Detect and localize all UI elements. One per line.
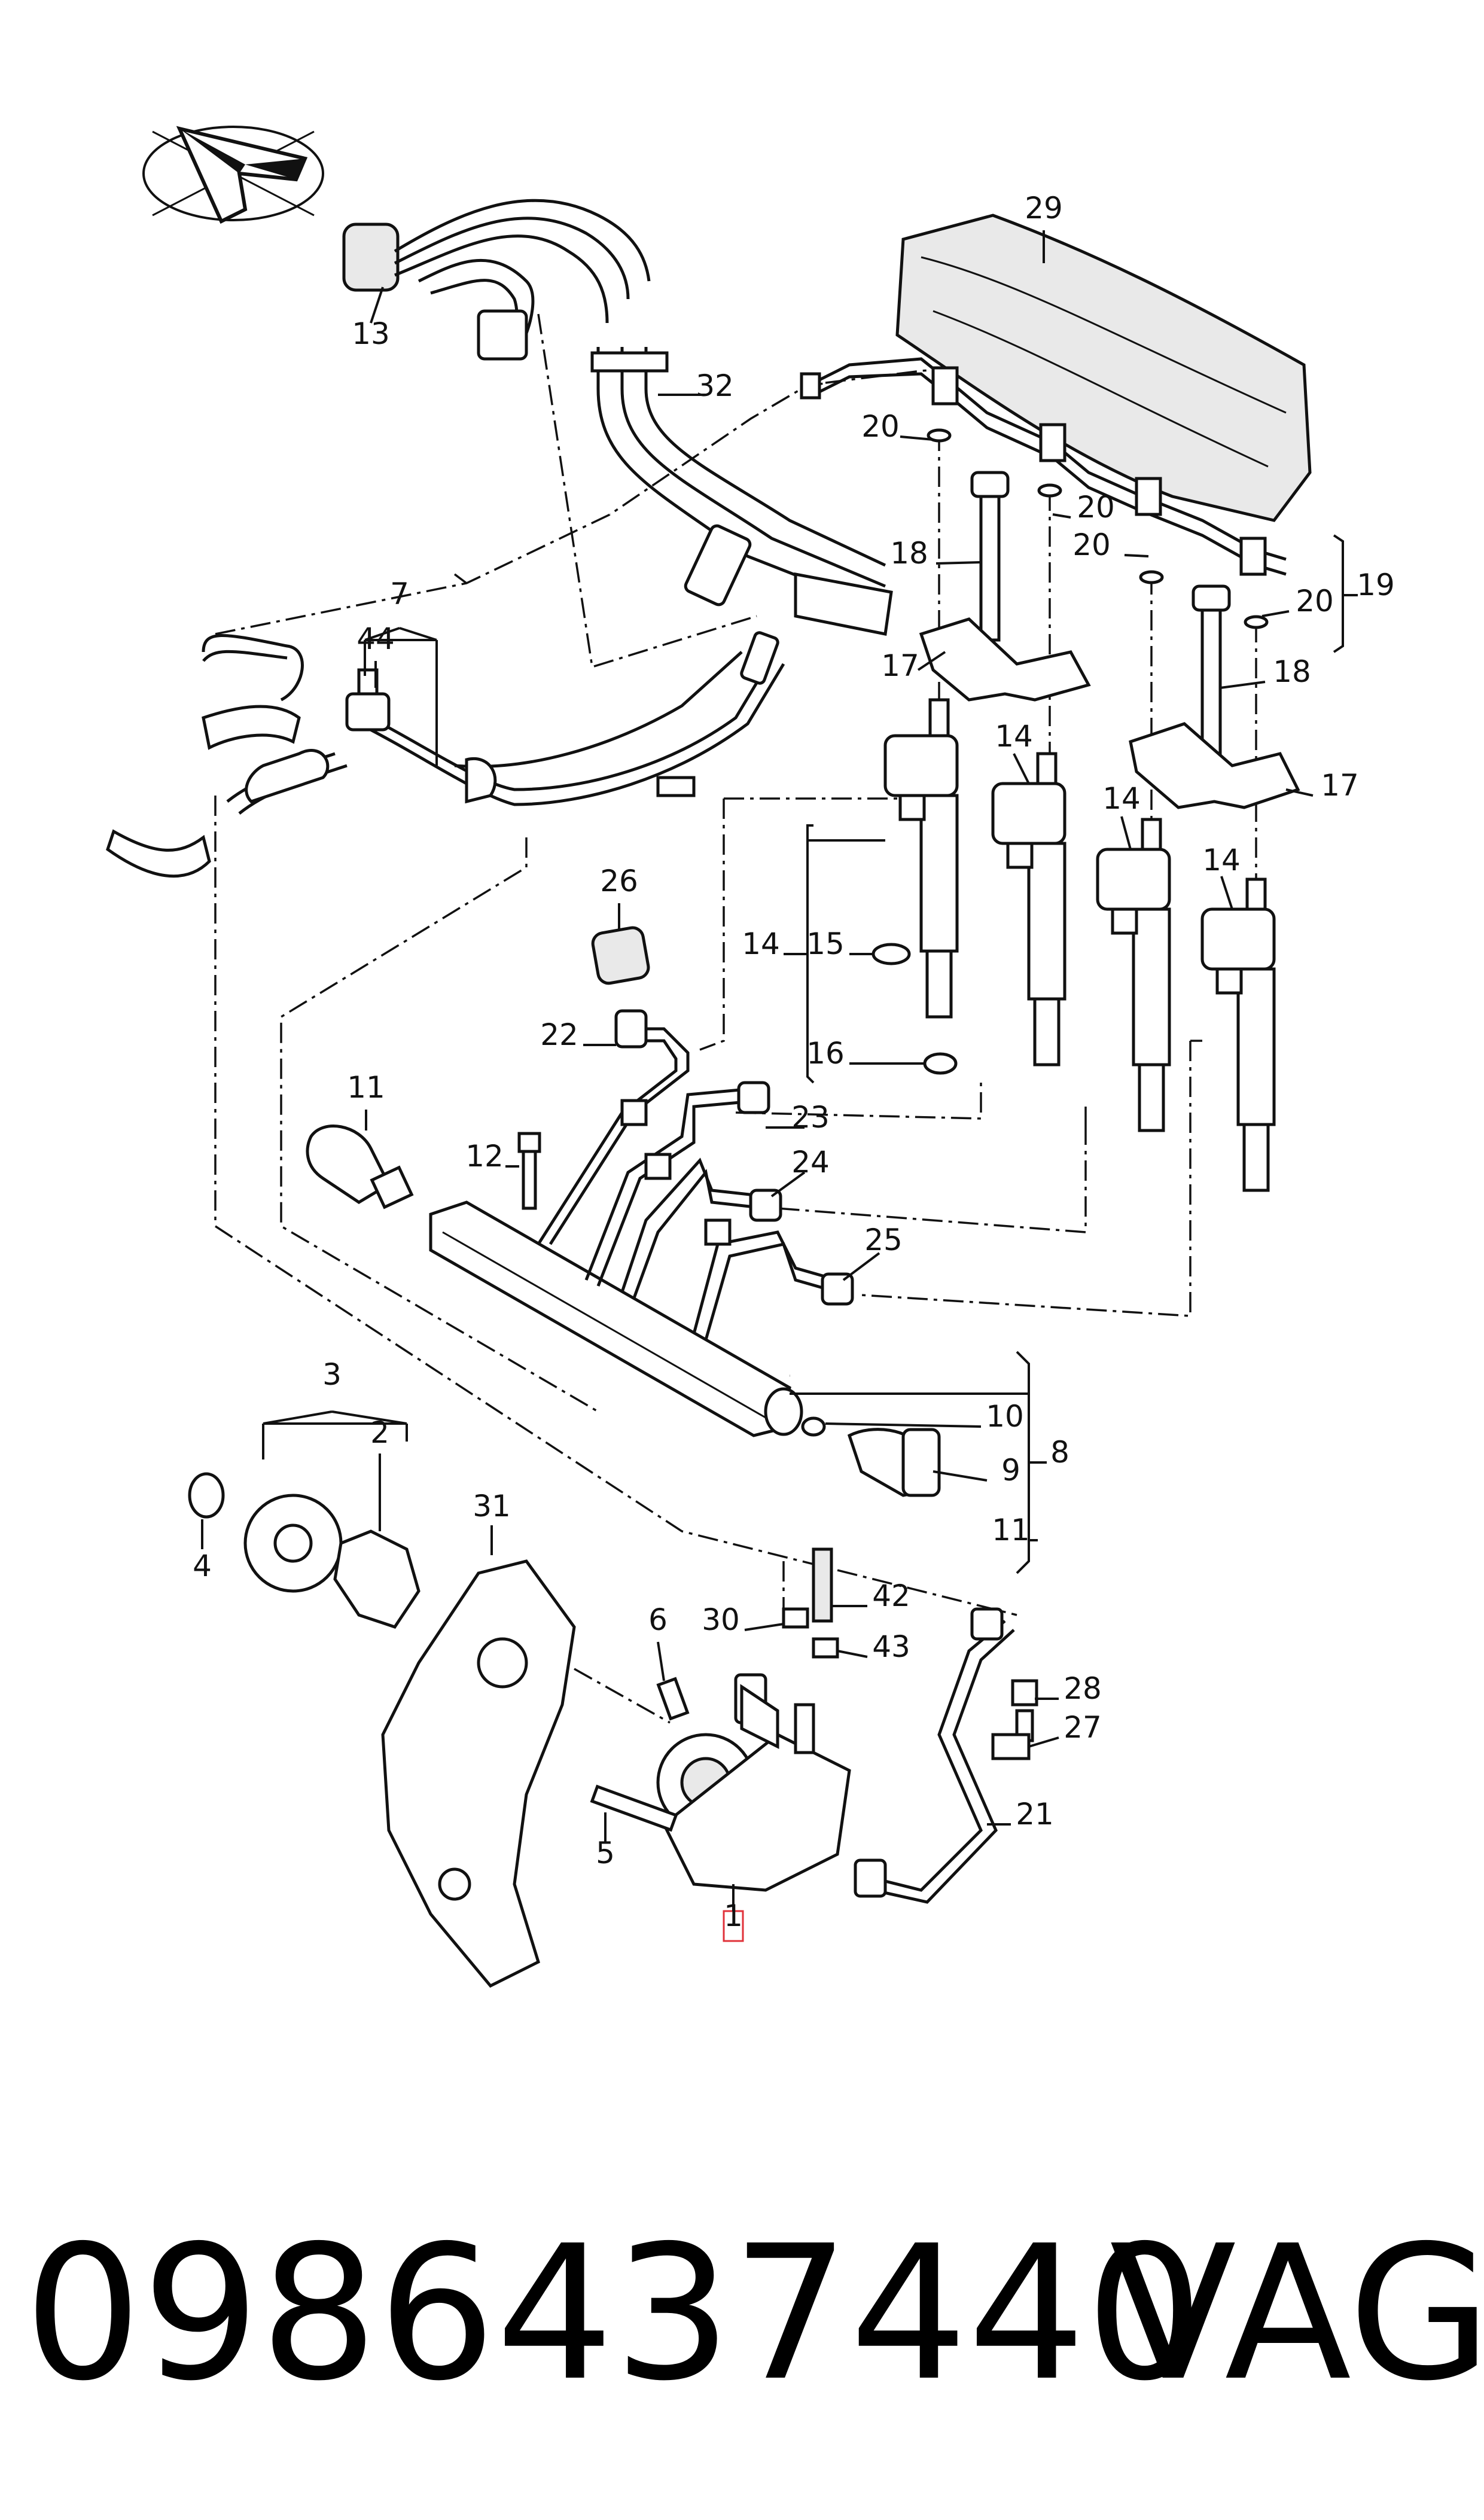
callout-28: 28 bbox=[1064, 1671, 1102, 1706]
wiring-harness bbox=[342, 199, 893, 636]
injector-clamps bbox=[919, 471, 1300, 809]
callout-7: 7 bbox=[390, 577, 409, 611]
callout-14: 14 bbox=[1202, 843, 1241, 877]
injector-1 bbox=[883, 698, 959, 1019]
callout-4: 4 bbox=[193, 1549, 212, 1583]
callout-44: 44 bbox=[356, 621, 395, 656]
callout-17: 17 bbox=[1321, 768, 1359, 803]
callout-31: 31 bbox=[473, 1489, 511, 1523]
injector-lines bbox=[537, 1009, 854, 1340]
callout-14: 14 bbox=[1102, 781, 1141, 816]
callout-16: 16 bbox=[806, 1036, 845, 1071]
coolant-pipes bbox=[106, 627, 785, 878]
callout-8: 8 bbox=[1050, 1435, 1069, 1470]
sensor-11 bbox=[306, 1110, 414, 1209]
part-number: 0986437440 bbox=[24, 2206, 1203, 2422]
callout-27: 27 bbox=[1064, 1710, 1102, 1745]
callout-29: 29 bbox=[1025, 191, 1063, 226]
leader-lines bbox=[370, 230, 1358, 1911]
callout-32: 32 bbox=[696, 368, 734, 403]
callout-42: 42 bbox=[872, 1579, 910, 1613]
callout-23: 23 bbox=[791, 1100, 830, 1135]
callout-43: 43 bbox=[872, 1629, 910, 1664]
direction-arrow-icon bbox=[142, 126, 324, 224]
injector-4 bbox=[1200, 877, 1276, 1192]
callout-3: 3 bbox=[322, 1357, 342, 1392]
callout-20: 20 bbox=[861, 409, 900, 444]
callout-18: 18 bbox=[1273, 654, 1311, 689]
callout-12: 12 bbox=[465, 1139, 504, 1174]
callout-22: 22 bbox=[540, 1017, 578, 1052]
callout-11: 11 bbox=[347, 1070, 385, 1105]
callout-9: 9 bbox=[1001, 1453, 1020, 1488]
callout-10: 10 bbox=[986, 1399, 1024, 1434]
callout-14: 14 bbox=[742, 927, 780, 961]
sprocket-assembly bbox=[188, 1410, 420, 1629]
callout-5: 5 bbox=[596, 1836, 615, 1870]
brand-label: VAG bbox=[1110, 2206, 1484, 2422]
injector-2 bbox=[991, 752, 1066, 1066]
callout-20: 20 bbox=[1072, 528, 1111, 562]
callout-19: 19 bbox=[1357, 568, 1395, 602]
callout-13: 13 bbox=[352, 316, 390, 351]
sensor-26 bbox=[591, 926, 650, 985]
callout-21: 21 bbox=[1016, 1797, 1054, 1832]
callout-20: 20 bbox=[1077, 490, 1115, 525]
callout-11: 11 bbox=[992, 1513, 1030, 1547]
injector-cover bbox=[895, 214, 1312, 522]
callout-24: 24 bbox=[791, 1145, 830, 1180]
callout-2: 2 bbox=[370, 1415, 389, 1450]
callout-labels: 1234567891011111213141414141516171718181… bbox=[193, 191, 1395, 1933]
callout-20: 20 bbox=[1296, 584, 1334, 618]
injectors bbox=[871, 698, 1276, 1192]
fuel-rail bbox=[429, 1132, 941, 1497]
callout-26: 26 bbox=[600, 864, 638, 898]
callout-18: 18 bbox=[890, 536, 928, 571]
timing-cover bbox=[381, 1525, 576, 1988]
injector-3 bbox=[1096, 818, 1171, 1132]
high-pressure-pump bbox=[590, 1547, 1038, 1942]
leak-off-line bbox=[800, 357, 1287, 629]
callout-14: 14 bbox=[995, 719, 1033, 754]
callout-30: 30 bbox=[702, 1602, 740, 1637]
callout-25: 25 bbox=[864, 1223, 903, 1257]
callout-6: 6 bbox=[648, 1602, 668, 1637]
callout-17: 17 bbox=[881, 648, 919, 683]
callout-15: 15 bbox=[806, 927, 845, 961]
callout-1: 1 bbox=[724, 1899, 743, 1933]
